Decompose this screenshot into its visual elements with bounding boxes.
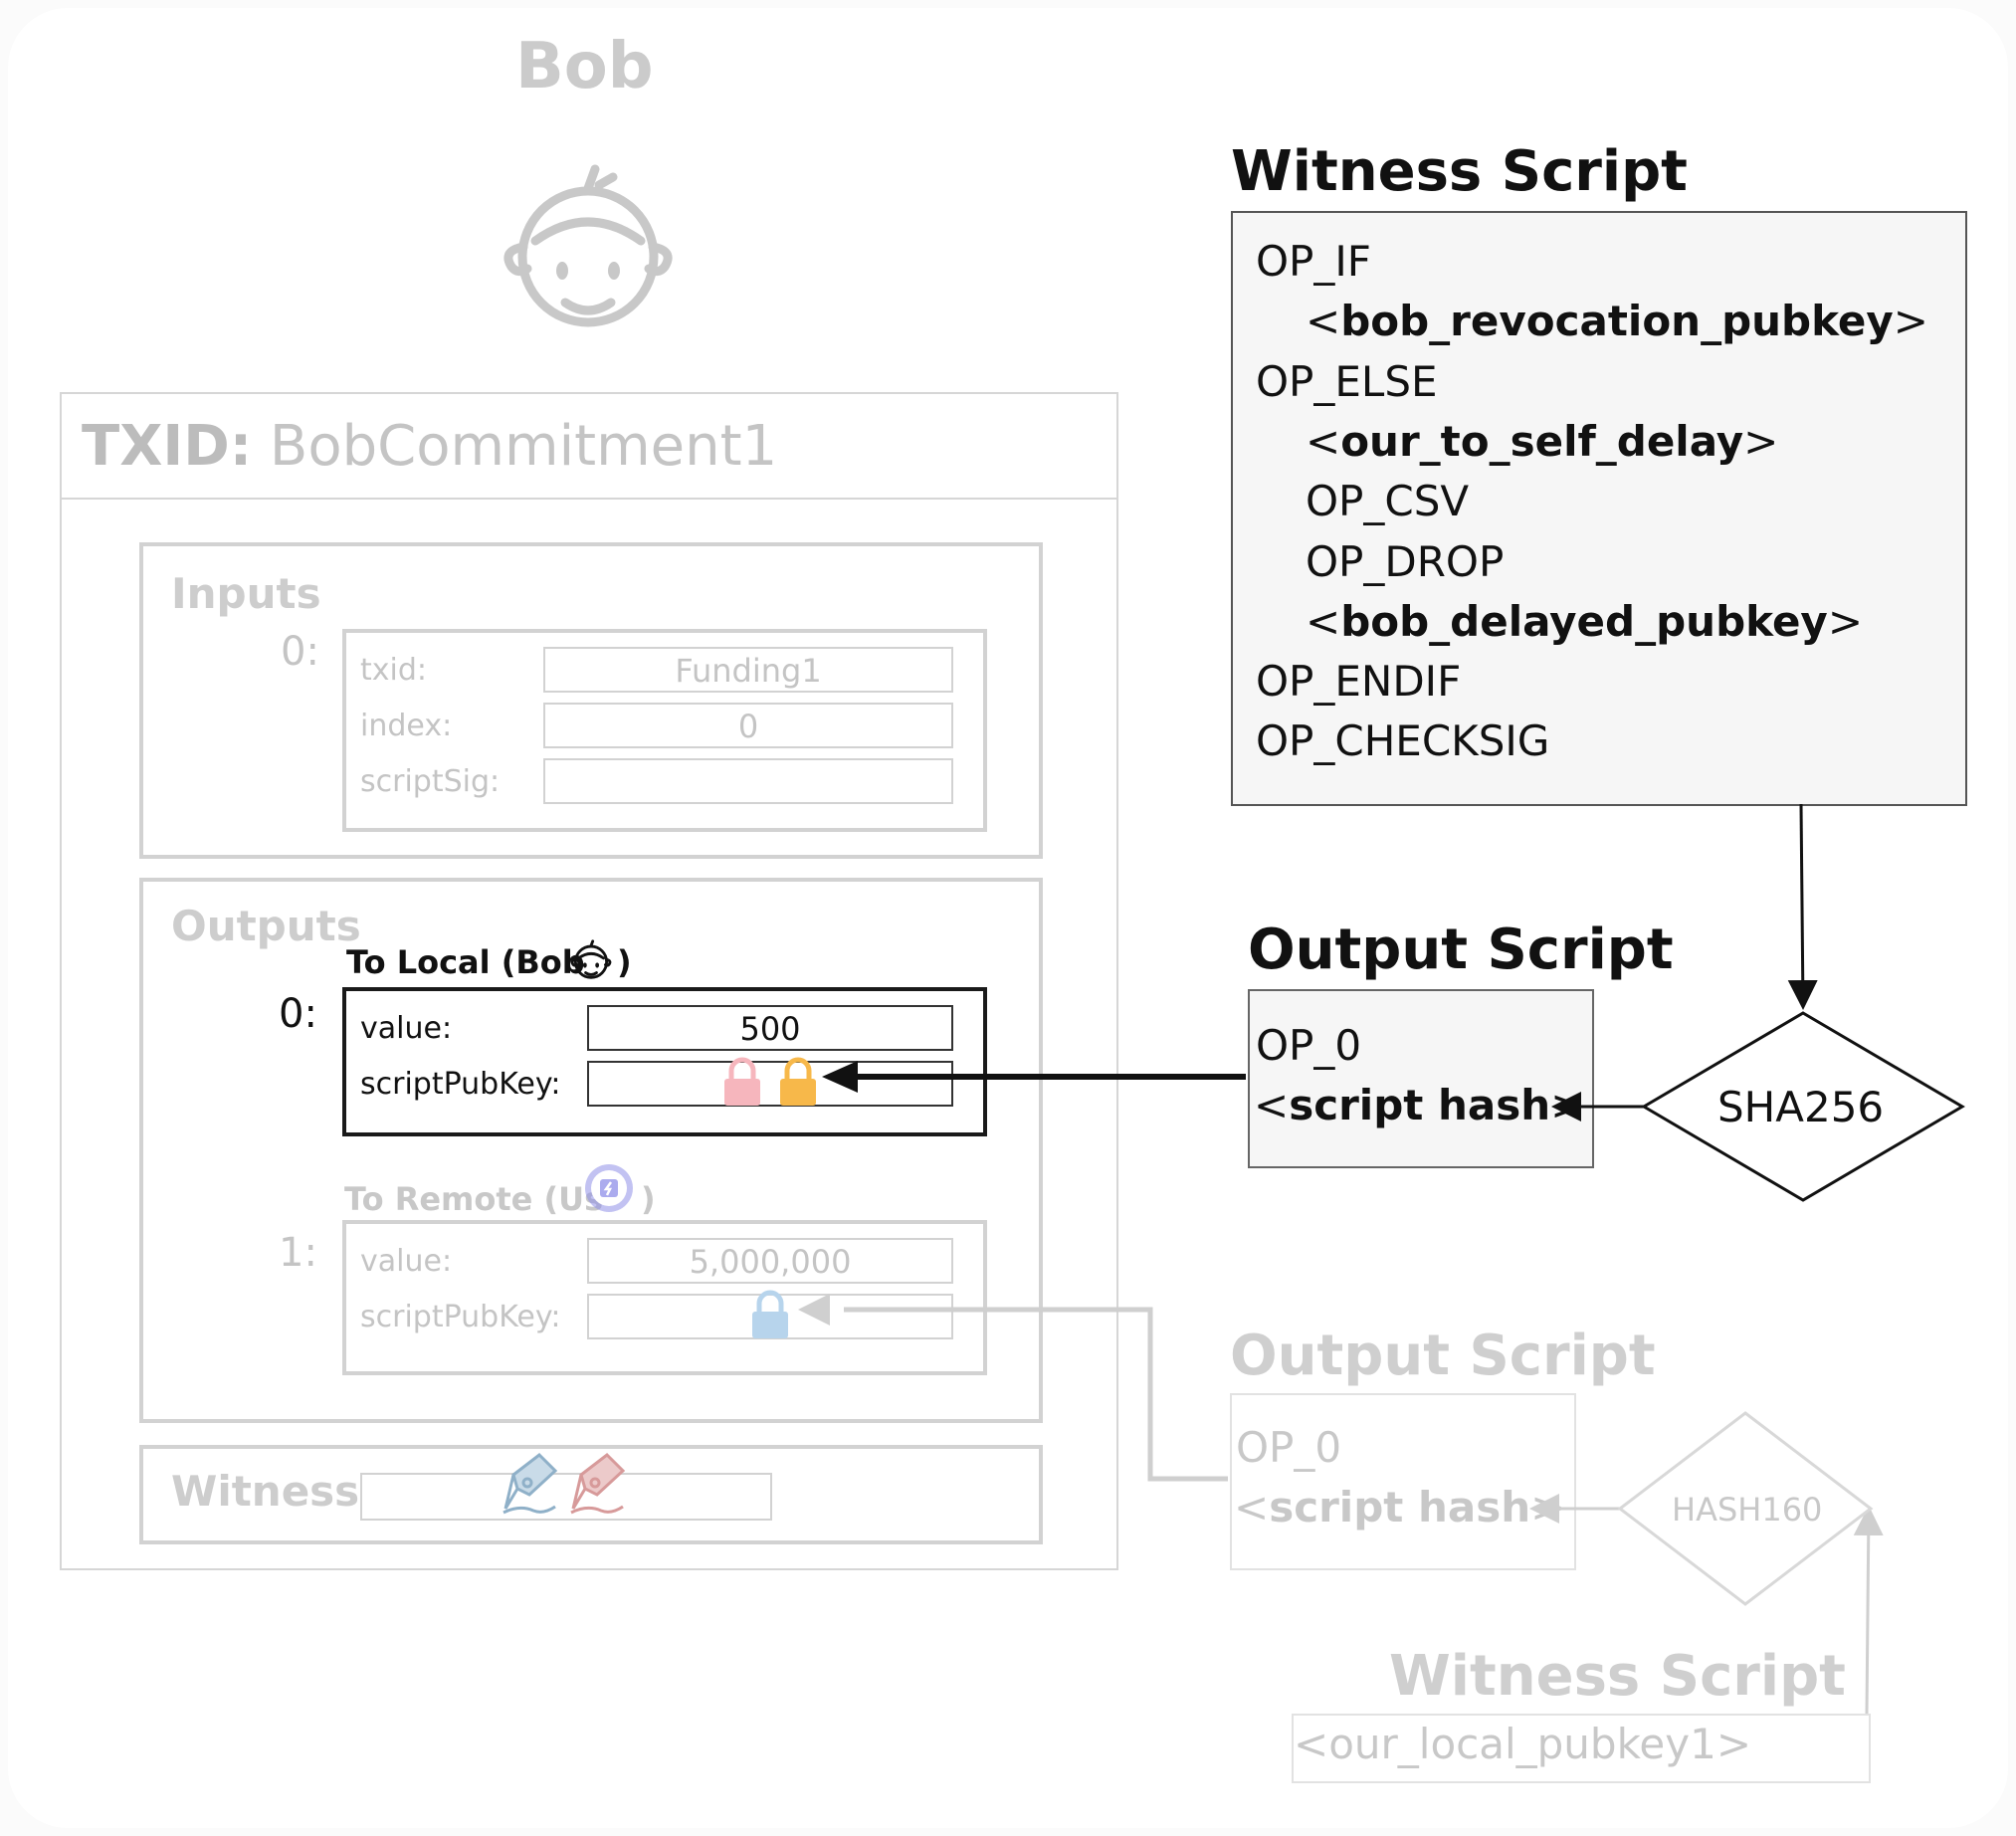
witness-script-line-suffix: >	[1827, 596, 1864, 646]
bob-name: Bob	[515, 30, 654, 103]
witness-to-sha256-arrow	[1787, 803, 1818, 1010]
witness-script-line: OP_CHECKSIG	[1256, 716, 1549, 765]
txid-divider	[60, 498, 1117, 500]
remote-output-script-box	[1230, 1393, 1576, 1570]
remote-witness-script-box	[1292, 1714, 1871, 1783]
input-scriptsig-field	[543, 758, 953, 804]
output0-value-field: 500	[587, 1005, 953, 1051]
witness-title: Witness	[171, 1467, 360, 1516]
boy-face-icon	[504, 164, 673, 327]
remote-output-script-title: Output Script	[1230, 1324, 1656, 1388]
to-remote-title: To Remote (Us	[344, 1180, 604, 1218]
witness-script-line: OP_DROP	[1306, 537, 1504, 586]
output0-spk-field	[587, 1061, 953, 1107]
witness-script-line-prefix: <	[1306, 416, 1341, 466]
witness-script-line: <bob_delayed_pubkey>	[1306, 597, 1863, 646]
output-script-op0: OP_0	[1256, 1021, 1362, 1070]
witness-script-line-suffix: >	[1893, 297, 1928, 346]
input-scriptsig-label: scriptSig:	[360, 764, 501, 799]
txid-header: TXID: BobCommitment1	[82, 414, 777, 479]
blue-pen-icon	[503, 1453, 558, 1515]
inputs-title: Inputs	[171, 569, 321, 618]
witness-script-line: OP_IF	[1256, 237, 1371, 286]
witness-field	[360, 1473, 772, 1521]
output1-value-label: value:	[360, 1244, 453, 1279]
hash160-label: HASH160	[1672, 1491, 1823, 1529]
witness-script-line-prefix: <	[1306, 596, 1341, 646]
witness-script-line-text: OP_IF	[1256, 237, 1371, 286]
witness-script-line-text: OP_ENDIF	[1256, 657, 1462, 707]
input-index-field: 0	[543, 703, 953, 748]
to-remote-title-close: )	[641, 1180, 656, 1218]
to-local-title-close: )	[617, 943, 632, 981]
hash160-diamond	[1617, 1411, 1874, 1606]
to-local-boy-icon	[570, 939, 612, 979]
witness-script-box	[1231, 211, 1967, 806]
witness-script-line-text: OP_CSV	[1306, 477, 1470, 526]
output-script-hash-prefix: <	[1254, 1081, 1290, 1129]
output1-value-field: 5,000,000	[587, 1238, 953, 1284]
remote-output-script-hash-prefix: <	[1234, 1483, 1270, 1531]
remote-witness-script-title: Witness Script	[1389, 1644, 1846, 1709]
output0-index: 0:	[279, 991, 317, 1037]
witness-script-title: Witness Script	[1231, 139, 1688, 204]
witness-script-line: OP_ELSE	[1256, 357, 1438, 406]
input-txid-label: txid:	[360, 653, 428, 688]
witness-script-line-prefix: <	[1306, 297, 1341, 346]
output-script-to-spk-arrowhead	[822, 1061, 858, 1093]
remote-output-to-spk-line	[844, 1307, 1228, 1482]
input-index: 0:	[281, 629, 319, 675]
sha256-diamond	[1641, 1011, 1965, 1202]
output1-index: 1:	[279, 1230, 317, 1276]
to-local-title-text: To Local (Bob	[346, 943, 585, 981]
txid-label: TXID:	[82, 414, 253, 479]
output-script-box	[1248, 989, 1594, 1168]
node-badge-icon	[585, 1164, 633, 1212]
blue-lock-icon	[752, 1290, 788, 1338]
output0-spk-label: scriptPubKey:	[360, 1067, 561, 1102]
remote-witness-to-hash160-arrow	[1853, 1506, 1884, 1715]
witness-script-line-text: our_to_self_delay	[1340, 416, 1744, 466]
witness-script-line-text: OP_DROP	[1306, 536, 1505, 586]
remote-witness-script-line: <our_local_pubkey1>	[1294, 1720, 1752, 1768]
input-index-label: index:	[360, 709, 453, 743]
witness-script-line: OP_CSV	[1306, 477, 1469, 525]
witness-script-line-suffix: >	[1743, 416, 1779, 466]
outputs-title: Outputs	[171, 902, 361, 950]
remote-output-to-spk-arrowhead	[798, 1294, 830, 1326]
to-local-title: To Local (Bob	[346, 943, 585, 981]
output1-spk-label: scriptPubKey:	[360, 1300, 561, 1334]
remote-output-script-hash-text: script hash	[1269, 1483, 1531, 1531]
remote-output-script-op0: OP_0	[1236, 1423, 1342, 1472]
witness-script-line-text: OP_CHECKSIG	[1256, 716, 1550, 766]
txid-value: BobCommitment1	[269, 414, 778, 479]
witness-script-line: OP_ENDIF	[1256, 657, 1461, 706]
witness-script-line: <bob_revocation_pubkey>	[1306, 297, 1928, 345]
orange-lock-icon	[780, 1057, 816, 1106]
witness-script-line-text: OP_ELSE	[1256, 356, 1438, 406]
output-script-hash-text: script hash	[1289, 1081, 1551, 1129]
witness-script-line-text: bob_revocation_pubkey	[1340, 297, 1894, 346]
input-txid-field: Funding1	[543, 647, 953, 693]
output0-value-label: value:	[360, 1011, 453, 1046]
witness-script-line: <our_to_self_delay>	[1306, 417, 1778, 466]
witness-script-line-text: bob_delayed_pubkey	[1340, 596, 1828, 646]
sha256-label: SHA256	[1717, 1083, 1885, 1131]
output-script-title: Output Script	[1248, 918, 1674, 982]
red-pen-icon	[570, 1453, 626, 1515]
pink-lock-icon	[724, 1057, 760, 1106]
